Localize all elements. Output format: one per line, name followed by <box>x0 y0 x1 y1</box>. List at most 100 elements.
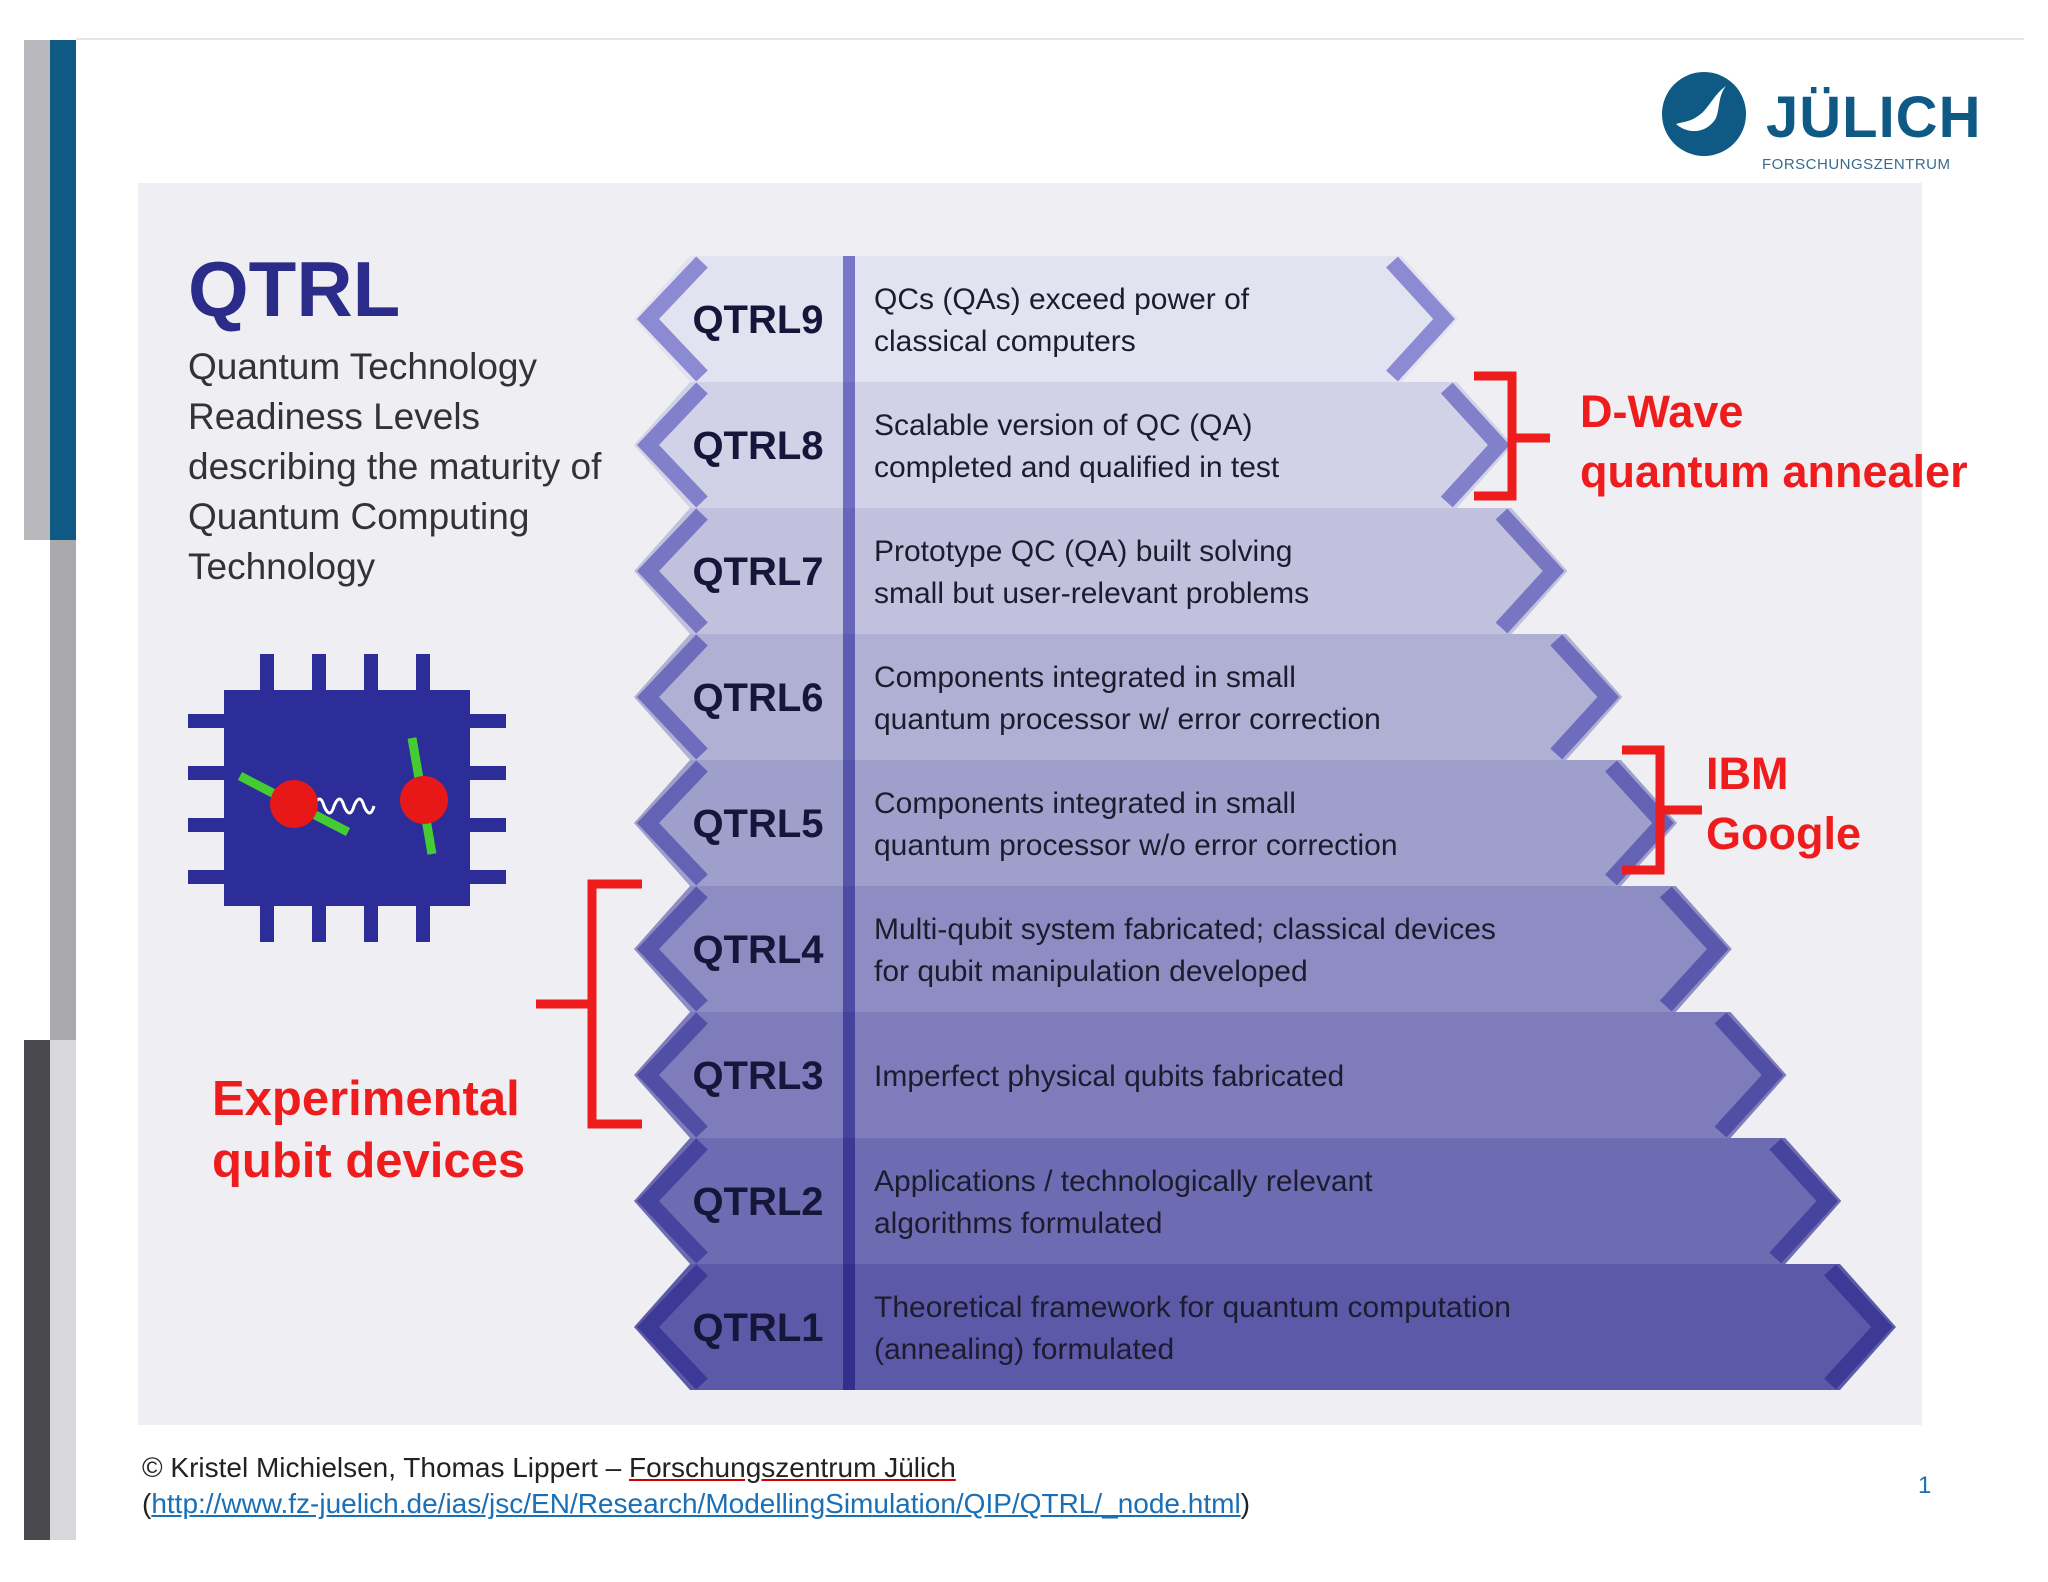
callout-dwave-line2: quantum annealer <box>1580 446 1968 497</box>
level-divider <box>843 1264 855 1390</box>
level-description: quantum processor w/ error correction <box>874 703 1381 736</box>
qtrl-level-row: QTRL4 Multi-qubit system fabricated; clas… <box>634 886 1732 1012</box>
right-chevron-icon <box>1386 256 1455 382</box>
level-band <box>634 634 1623 760</box>
level-description: quantum processor w/o error correction <box>874 829 1398 862</box>
slide-top-line <box>76 38 2024 40</box>
right-chevron-icon <box>1714 1012 1784 1138</box>
callout-ibm-google: IBM Google <box>1706 744 1861 864</box>
callout-google: Google <box>1706 808 1861 859</box>
level-description: Components integrated in small <box>874 661 1296 694</box>
footer-paren-close: ) <box>1240 1488 1251 1519</box>
level-band <box>634 256 1458 382</box>
level-description: Theoretical framework for quantum comput… <box>874 1291 1511 1324</box>
level-divider <box>843 256 855 382</box>
level-description: small but user-relevant problems <box>874 577 1309 610</box>
footer-link[interactable]: http://www.fz-juelich.de/ias/jsc/EN/Rese… <box>151 1488 1241 1519</box>
description-text: Quantum Technology Readiness Levels desc… <box>188 346 602 587</box>
qtrl-level-row: QTRL9 QCs (QAs) exceed power of classical … <box>634 256 1458 382</box>
level-description: classical computers <box>874 325 1136 358</box>
level-band <box>634 760 1677 886</box>
right-chevron-icon <box>1495 508 1565 634</box>
level-label: QTRL2 <box>692 1180 823 1224</box>
level-divider <box>843 886 855 1012</box>
level-label: QTRL1 <box>692 1306 823 1350</box>
level-divider <box>843 634 855 760</box>
level-label: QTRL3 <box>692 1054 823 1098</box>
left-chevron-icon <box>636 1264 708 1390</box>
level-band <box>634 508 1568 634</box>
julich-logo: JÜLICH FORSCHUNGSZENTRUM <box>1656 66 1980 176</box>
footer-credit: © Kristel Michielsen, Thomas Lippert – F… <box>142 1450 1250 1522</box>
qtrl-level-row: QTRL3 Imperfect physical qubits fabricate… <box>634 1012 1787 1138</box>
callout-experimental-line2: qubit devices <box>212 1134 526 1188</box>
level-description: Multi-qubit system fabricated; classical… <box>874 913 1496 946</box>
level-label: QTRL8 <box>692 424 823 468</box>
bracket-dwave <box>1474 371 1550 501</box>
qtrl-level-row: QTRL8 Scalable version of QC (QA) complete… <box>634 382 1513 508</box>
slide-bar-light <box>50 1040 76 1540</box>
slide-bar-dark <box>24 1040 50 1540</box>
right-chevron-icon <box>1659 886 1729 1012</box>
level-band <box>634 1012 1787 1138</box>
callout-experimental: Experimental qubit devices <box>212 1068 525 1192</box>
level-label: QTRL9 <box>692 298 823 342</box>
qtrl-level-row: QTRL1 Theoretical framework for quantum c… <box>634 1264 1896 1390</box>
level-label: QTRL6 <box>692 676 823 720</box>
left-chevron-icon <box>636 1012 708 1138</box>
footer-copyright: © Kristel Michielsen, Thomas Lippert – <box>142 1452 622 1483</box>
left-chevron-icon <box>636 256 708 382</box>
level-band <box>634 1264 1896 1390</box>
page-number: 1 <box>1918 1472 1932 1499</box>
callout-ibm: IBM <box>1706 748 1789 799</box>
level-divider <box>843 382 855 508</box>
julich-emblem-icon <box>1662 72 1746 156</box>
qubit-chip-icon <box>188 654 506 942</box>
slide-bar-gray-mid <box>50 540 76 1040</box>
level-description: Prototype QC (QA) built solving <box>874 535 1293 568</box>
qtrl-level-row: QTRL6 Components integrated in small quant… <box>634 634 1623 760</box>
left-chevron-icon <box>636 634 708 760</box>
level-description: algorithms formulated <box>874 1207 1162 1240</box>
bracket-ibm-google <box>1622 745 1702 875</box>
callout-experimental-line1: Experimental <box>212 1072 520 1126</box>
qtrl-level-row: QTRL5 Components integrated in small quant… <box>634 760 1677 886</box>
left-chevron-icon <box>636 382 708 508</box>
slide-bar-gray-top <box>24 40 50 540</box>
left-chevron-icon <box>636 1138 708 1264</box>
callout-dwave: D-Wave quantum annealer <box>1580 382 1968 502</box>
logo-subtitle: FORSCHUNGSZENTRUM <box>1762 156 1951 173</box>
right-chevron-icon <box>1824 1264 1893 1390</box>
level-band <box>634 1138 1842 1264</box>
level-description: Applications / technologically relevant <box>874 1165 1373 1198</box>
right-chevron-icon <box>1440 382 1510 508</box>
slide-bar-blue <box>50 40 76 540</box>
level-label: QTRL7 <box>692 550 823 594</box>
right-chevron-icon <box>1769 1138 1839 1264</box>
footer-paren-open: ( <box>142 1488 152 1519</box>
qtrl-level-row: QTRL7 Prototype QC (QA) built solving smal… <box>634 508 1568 634</box>
left-chevron-icon <box>636 886 708 1012</box>
level-description: Imperfect physical qubits fabricated <box>874 1060 1344 1093</box>
level-divider <box>843 1012 855 1138</box>
right-chevron-icon <box>1550 634 1620 760</box>
level-description: Scalable version of QC (QA) <box>874 409 1252 442</box>
footer-org: Forschungszentrum Jülich <box>628 1452 956 1483</box>
level-description: (annealing) formulated <box>874 1333 1174 1366</box>
level-label: QTRL4 <box>692 928 824 972</box>
level-label: QTRL5 <box>692 802 823 846</box>
page-title: QTRL <box>188 245 401 333</box>
left-chevron-icon <box>636 508 708 634</box>
level-description: QCs (QAs) exceed power of <box>874 283 1250 316</box>
left-chevron-icon <box>636 760 708 886</box>
level-description: completed and qualified in test <box>874 451 1280 484</box>
level-divider <box>843 508 855 634</box>
callout-dwave-line1: D-Wave <box>1580 386 1744 437</box>
level-band <box>634 886 1732 1012</box>
level-divider <box>843 760 855 886</box>
level-description: for qubit manipulation developed <box>874 955 1308 988</box>
bracket-experimental <box>536 879 642 1129</box>
level-description: Components integrated in small <box>874 787 1296 820</box>
